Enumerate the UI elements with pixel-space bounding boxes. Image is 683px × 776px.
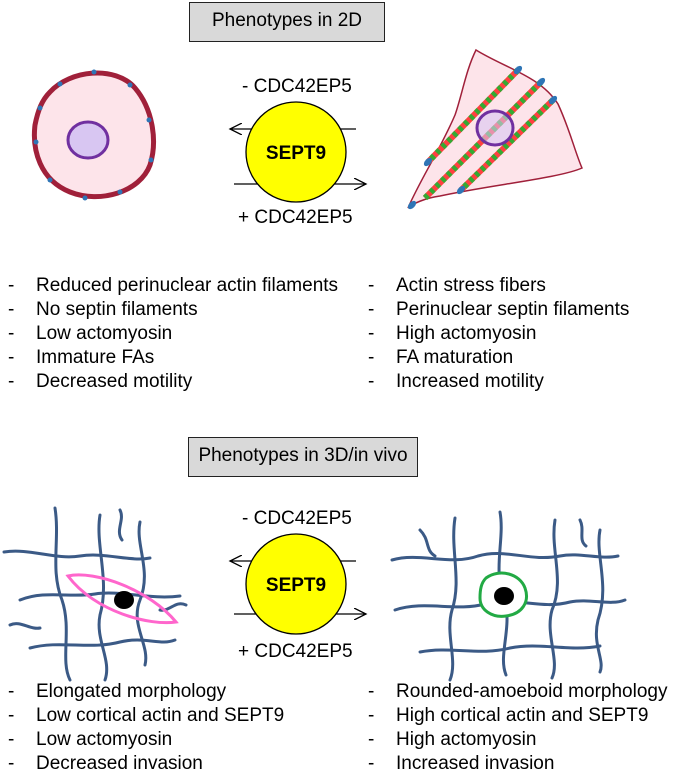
list-item: Reduced perinuclear actin filaments — [8, 274, 338, 298]
right-phenotype-list-3d: Rounded-amoeboid morphology High cortica… — [368, 680, 667, 776]
nucleus-icon — [494, 587, 514, 605]
sept9-switch-3d — [230, 533, 366, 635]
focal-adhesion-icon — [407, 65, 558, 210]
list-item: Actin stress fibers — [368, 274, 629, 298]
left-phenotype-list-3d: Elongated morphology Low cortical actin … — [8, 680, 284, 776]
list-item: Low actomyosin — [8, 322, 338, 346]
nucleus-icon — [114, 591, 134, 609]
left-phenotype-list-2d: Reduced perinuclear actin filaments No s… — [8, 274, 338, 394]
sept9-switch-2d — [230, 101, 366, 203]
list-item: Decreased invasion — [8, 752, 284, 776]
panel-3d-title: Phenotypes in 3D/in vivo — [188, 437, 418, 477]
plus-cdc42ep5-label-3d: + CDC42EP5 — [238, 641, 353, 662]
list-item: Low actomyosin — [8, 728, 284, 752]
right-phenotype-list-2d: Actin stress fibers Perinuclear septin f… — [368, 274, 629, 394]
list-item: High actomyosin — [368, 322, 629, 346]
matrix-left-3d — [2, 506, 188, 682]
rounded-cell-2d — [31, 69, 156, 201]
list-item: Increased motility — [368, 370, 629, 394]
nucleus-icon — [66, 120, 110, 160]
elongated-cell-3d — [65, 573, 179, 625]
list-item: Low cortical actin and SEPT9 — [8, 704, 284, 728]
panel-2d-title: Phenotypes in 2D — [189, 2, 385, 42]
septin-dots-icon — [33, 69, 154, 201]
spread-cell-2d — [407, 48, 583, 210]
list-item: Immature FAs — [8, 346, 338, 370]
sept9-label-3d: SEPT9 — [266, 575, 326, 596]
list-item: Decreased motility — [8, 370, 338, 394]
nucleus-icon — [475, 109, 515, 147]
list-item: Increased invasion — [368, 752, 667, 776]
sept9-label-2d: SEPT9 — [266, 143, 326, 164]
minus-cdc42ep5-label-2d: - CDC42EP5 — [242, 76, 352, 97]
list-item: High actomyosin — [368, 728, 667, 752]
list-item: FA maturation — [368, 346, 629, 370]
list-item: Perinuclear septin filaments — [368, 298, 629, 322]
list-item: No septin filaments — [8, 298, 338, 322]
list-item: Rounded-amoeboid morphology — [368, 680, 667, 704]
minus-cdc42ep5-label-3d: - CDC42EP5 — [242, 508, 352, 529]
list-item: High cortical actin and SEPT9 — [368, 704, 667, 728]
plus-cdc42ep5-label-2d: + CDC42EP5 — [238, 207, 353, 228]
list-item: Elongated morphology — [8, 680, 284, 704]
rounded-cell-3d — [478, 571, 528, 618]
